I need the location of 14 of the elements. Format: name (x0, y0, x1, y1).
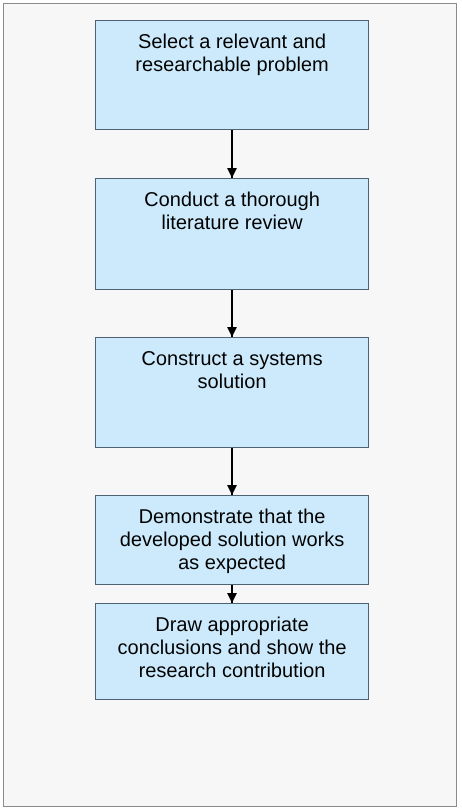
process-box (95, 495, 369, 585)
step-text: Construct a systems solution (140, 348, 324, 394)
arrow (227, 290, 237, 337)
step-text: Draw appropriate conclusions and show the research contribution (116, 614, 348, 683)
arrow (227, 585, 237, 603)
arrow (227, 130, 237, 178)
arrow (227, 448, 237, 495)
step-text: Select a relevant and researchable problem (134, 31, 330, 77)
process-box (95, 337, 369, 448)
process-box (95, 603, 369, 700)
step-text: Demonstrate that the developed solution works as expected (118, 506, 346, 575)
process-box (95, 20, 369, 130)
process-box (95, 178, 369, 290)
step-text: Conduct a thorough literature review (143, 189, 321, 235)
